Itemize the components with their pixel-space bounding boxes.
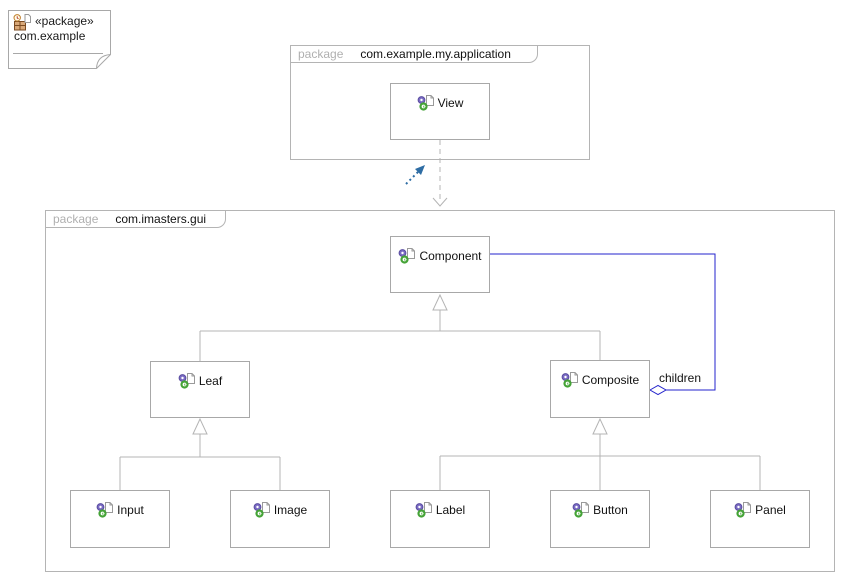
class-name: Leaf [198, 374, 223, 388]
class-icon [398, 248, 416, 264]
class-label[interactable]: Label [390, 490, 490, 548]
package-name: com.imasters.gui [115, 212, 207, 226]
package-keyword: package [53, 212, 99, 226]
aggregation-label-children: children [659, 371, 702, 385]
class-icon [572, 502, 590, 518]
class-name: Panel [755, 503, 786, 517]
class-icon [416, 95, 434, 111]
note-stereotype: «package» [35, 14, 94, 28]
class-input[interactable]: Input [70, 490, 170, 548]
class-name: Image [273, 503, 308, 517]
class-icon [734, 502, 752, 518]
class-icon [177, 373, 195, 389]
class-button[interactable]: Button [550, 490, 650, 548]
class-component[interactable]: Component [390, 236, 490, 293]
generalization-edges-composite[interactable] [439, 434, 761, 490]
class-icon [96, 502, 114, 518]
class-name: Button [593, 503, 628, 517]
note-shape [8, 10, 111, 69]
class-composite[interactable]: Composite [550, 360, 650, 418]
package-name: com.example.my.application [360, 47, 511, 61]
dependency-open-arrowhead [432, 197, 448, 207]
aggregation-edge-children[interactable] [490, 253, 716, 391]
generalization-triangle-component [432, 293, 448, 311]
class-icon [560, 372, 578, 388]
class-name: Label [435, 503, 466, 517]
package-gui-tab: package com.imasters.gui [45, 210, 226, 228]
package-application-tab: package com.example.my.application [290, 45, 538, 63]
class-image[interactable]: Image [230, 490, 330, 548]
dependency-decorator-icon [405, 165, 425, 185]
package-keyword: package [298, 47, 344, 61]
class-name: Composite [581, 373, 640, 387]
aggregation-open-diamond [648, 384, 668, 396]
class-name: Input [117, 503, 144, 517]
class-panel[interactable]: Panel [710, 490, 810, 548]
class-view[interactable]: View [390, 83, 490, 140]
class-icon [252, 502, 270, 518]
class-leaf[interactable]: Leaf [150, 361, 250, 418]
generalization-edges-leaf[interactable] [119, 434, 281, 490]
class-icon [414, 502, 432, 518]
generalization-edges-component[interactable] [199, 310, 601, 361]
generalization-triangle-composite [592, 417, 608, 435]
package-note[interactable]: «package» com.example [8, 10, 112, 70]
generalization-triangle-leaf [192, 417, 208, 435]
note-package-name: com.example [14, 29, 86, 43]
class-name: Component [419, 249, 482, 263]
class-name: View [437, 96, 464, 110]
